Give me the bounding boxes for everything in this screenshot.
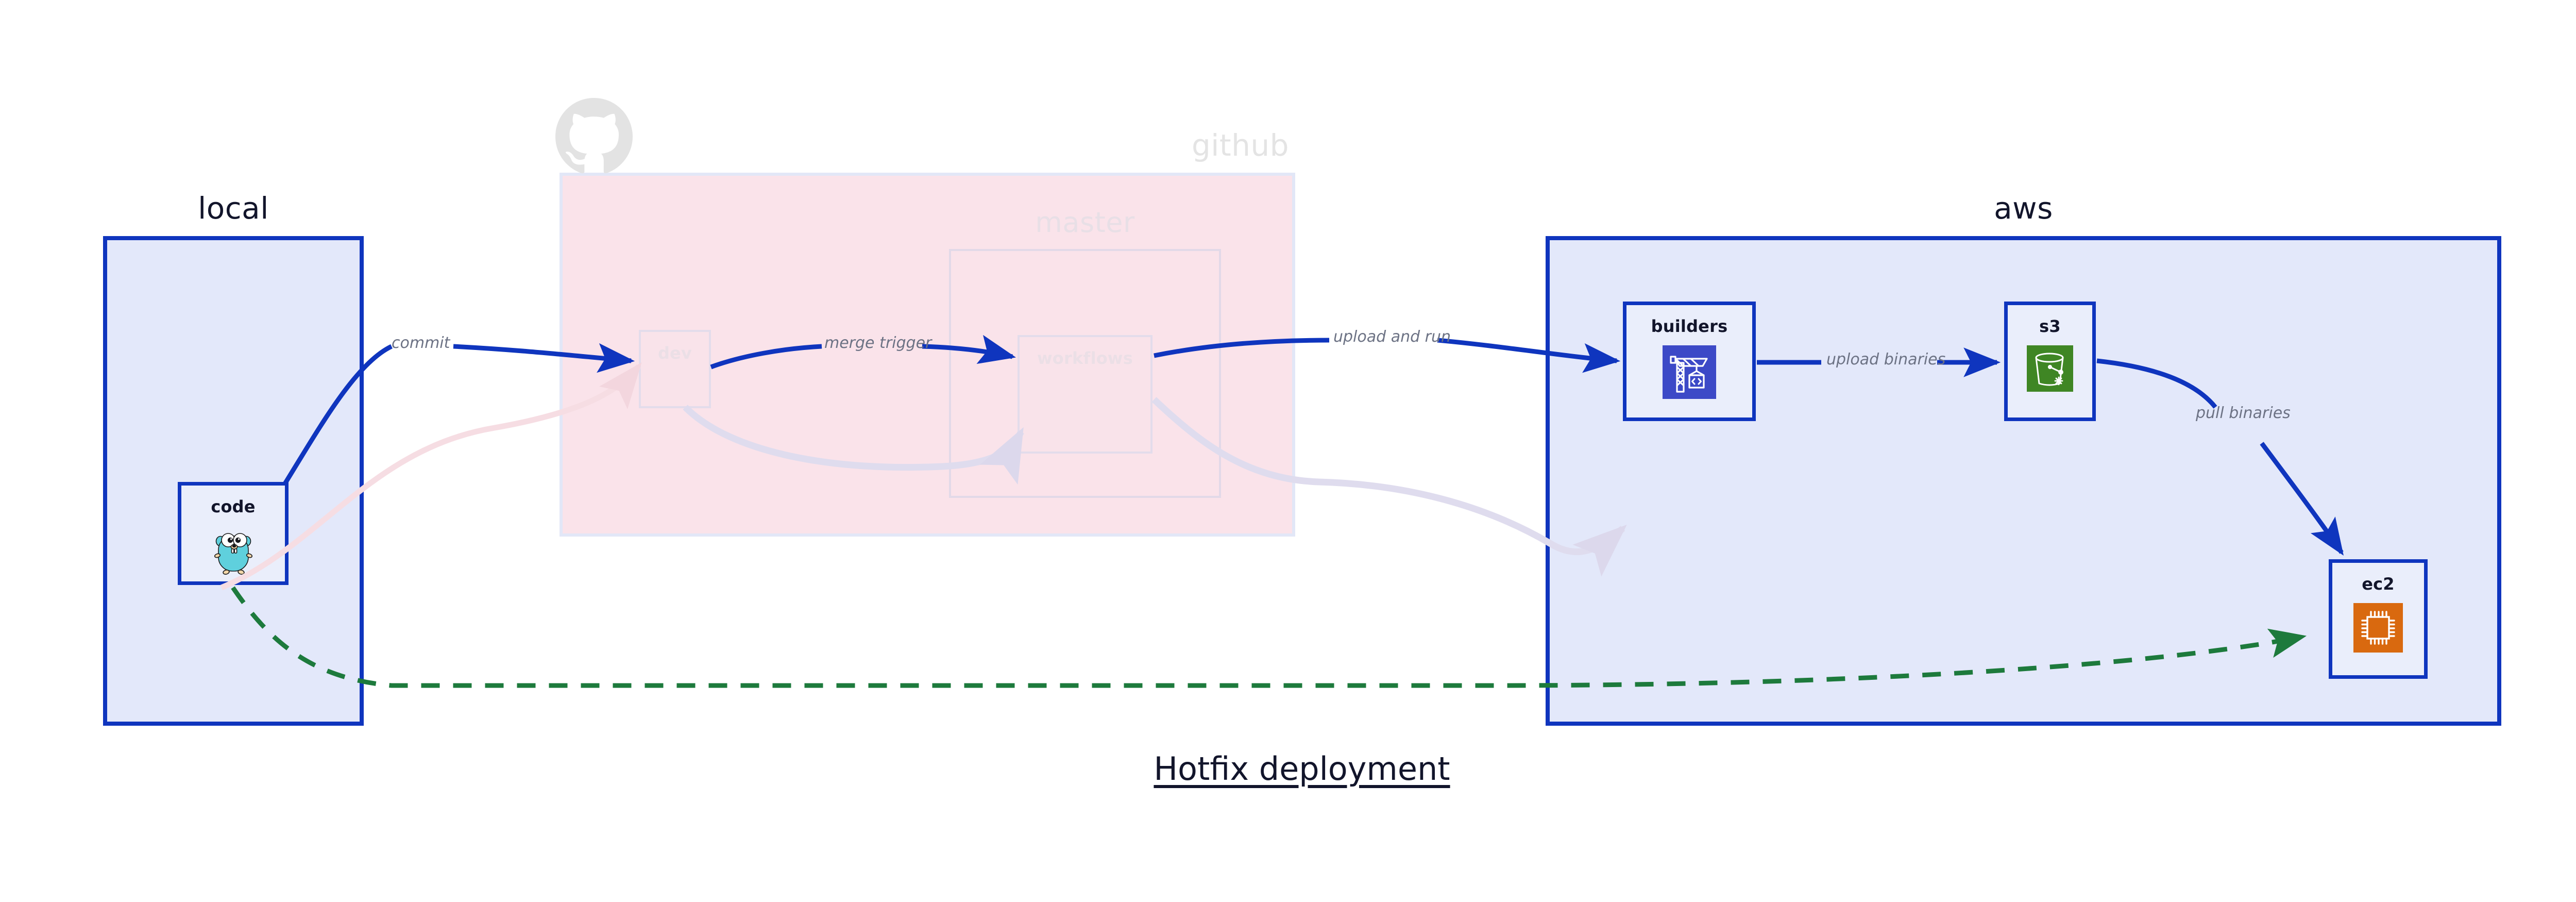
edge-label-upload-binaries: upload binaries	[1826, 350, 1946, 369]
node-code-label: code	[211, 497, 256, 516]
group-master-label: master	[1035, 206, 1135, 239]
node-builders-label: builders	[1651, 316, 1728, 336]
node-s3[interactable]: s3	[2004, 302, 2096, 421]
node-workflows[interactable]: workflows	[1018, 335, 1153, 454]
node-code[interactable]: code	[178, 482, 289, 585]
crane-build-icon	[1663, 345, 1716, 399]
group-aws-label: aws	[1994, 191, 2053, 226]
node-workflows-label: workflows	[1037, 348, 1133, 368]
group-local[interactable]	[103, 236, 364, 726]
group-local-label: local	[198, 191, 269, 226]
cpu-chip-icon	[2353, 603, 2403, 653]
node-ec2-label: ec2	[2362, 574, 2395, 594]
edge-label-pull-binaries: pull binaries	[2196, 404, 2291, 422]
edge-label-merge-trigger: merge trigger	[824, 334, 932, 352]
node-dev-label: dev	[657, 343, 692, 363]
edge-label-upload-and-run: upload and run	[1333, 328, 1451, 346]
s3-bucket-icon	[2027, 345, 2073, 392]
go-gopher-icon	[214, 533, 252, 575]
diagram-title: Hotfix deployment	[1154, 750, 1450, 788]
node-ec2[interactable]: ec2	[2329, 559, 2428, 679]
edge-label-commit: commit	[392, 334, 450, 352]
group-github-label: github	[1191, 128, 1289, 163]
node-dev[interactable]: dev	[639, 330, 711, 408]
github-octocat-icon	[555, 98, 633, 174]
node-s3-label: s3	[2039, 316, 2061, 336]
node-builders[interactable]: builders	[1623, 302, 1756, 421]
